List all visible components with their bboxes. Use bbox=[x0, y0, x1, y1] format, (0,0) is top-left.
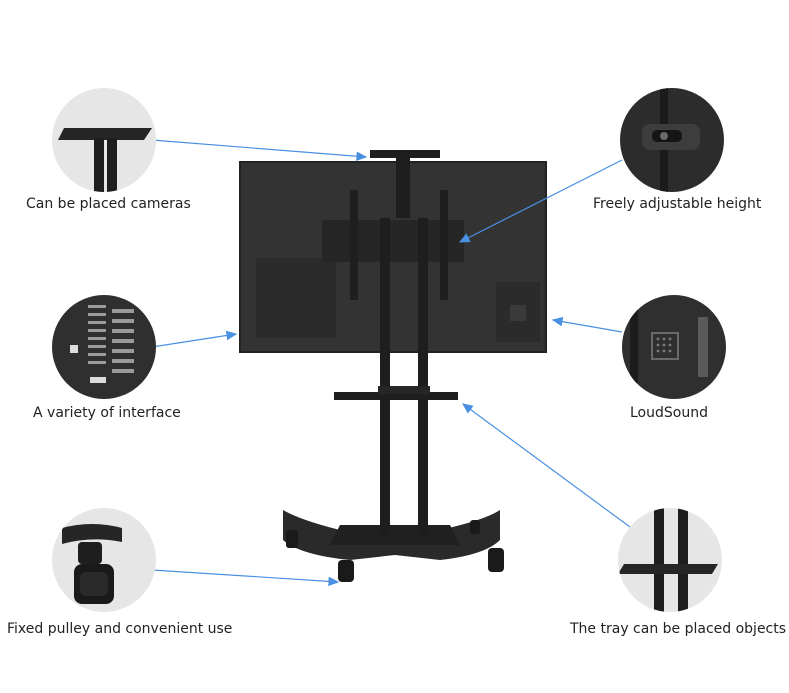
pulley-detail-image bbox=[52, 508, 156, 612]
label-pulley: Fixed pulley and convenient use bbox=[7, 621, 233, 637]
speaker-detail-image bbox=[622, 295, 726, 399]
arrow-camera bbox=[151, 139, 368, 162]
tray-detail-image bbox=[618, 508, 722, 612]
arrow-height bbox=[458, 159, 623, 243]
stand-columns bbox=[322, 150, 464, 538]
interface-detail-image bbox=[52, 295, 156, 399]
arrow-tray bbox=[462, 403, 631, 528]
label-sound: LoudSound bbox=[630, 405, 708, 421]
camera-detail-image bbox=[52, 88, 156, 192]
height-detail-image bbox=[620, 88, 724, 192]
callout-arrows bbox=[151, 139, 631, 587]
arrow-interface bbox=[151, 330, 238, 348]
label-tray: The tray can be placed objects bbox=[570, 621, 787, 637]
stand-base bbox=[283, 510, 504, 582]
label-interface: A variety of interface bbox=[33, 405, 181, 421]
arrow-pulley bbox=[151, 569, 340, 587]
label-height: Freely adjustable height bbox=[593, 196, 762, 212]
arrow-sound bbox=[551, 316, 623, 333]
label-cameras: Can be placed cameras bbox=[26, 196, 191, 212]
